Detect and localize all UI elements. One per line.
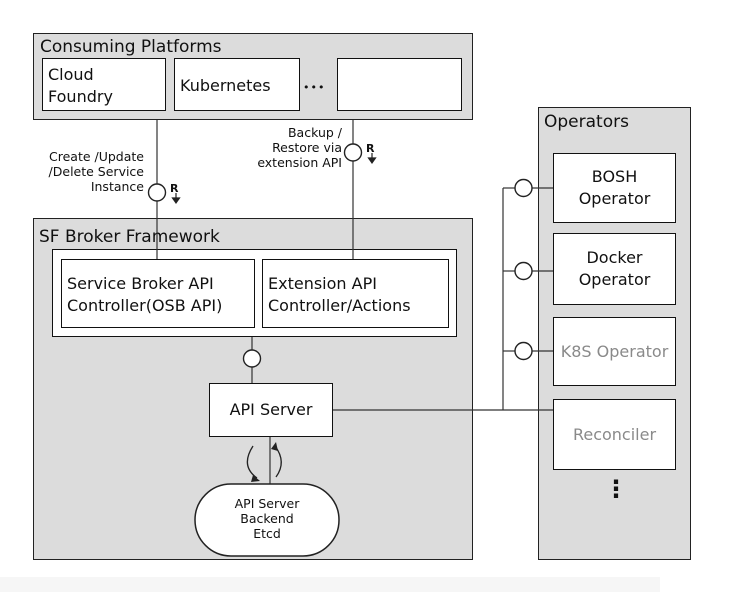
backend-label: API Server Backend Etcd — [234, 496, 300, 541]
bosh-operator-box: BOSH Operator — [553, 153, 676, 223]
consuming-platforms-title: Consuming Platforms — [40, 37, 222, 57]
backup-restore-label: Backup / Restore via extension API — [257, 125, 342, 170]
r-left-label: R — [170, 182, 179, 195]
extension-api-label: Extension API Controller/Actions — [268, 274, 411, 315]
reconciler-box: Reconciler — [553, 399, 676, 470]
curved-arrow-up-head — [271, 442, 278, 451]
r-arrow-right-head — [367, 157, 377, 165]
docker-operator-label: Docker Operator — [578, 248, 651, 289]
platforms-ellipsis: ••• — [303, 81, 326, 94]
docker-operator-box: Docker Operator — [553, 233, 676, 305]
api-server-box: API Server — [209, 383, 333, 437]
api-server-label: API Server — [229, 400, 313, 419]
r-arrow-left-head — [171, 197, 181, 205]
k8s-operator-box: K8S Operator — [553, 317, 676, 386]
curved-arrow-down-head — [251, 475, 260, 482]
k8s-operator-label: K8S Operator — [560, 341, 669, 361]
kubernetes-label: Kubernetes — [180, 76, 271, 95]
curved-arrow-up — [274, 445, 282, 478]
interface-circle-bosh — [514, 178, 533, 198]
cloud-foundry-box: Cloud Foundry — [42, 58, 166, 111]
interface-circle-apiserver — [242, 349, 262, 368]
r-right-label: R — [366, 142, 375, 155]
curved-arrow-down — [246, 445, 258, 479]
service-broker-api-box: Service Broker API Controller(OSB API) — [61, 259, 255, 328]
service-broker-api-label: Service Broker API Controller(OSB API) — [67, 274, 223, 315]
extension-api-box: Extension API Controller/Actions — [262, 259, 449, 328]
empty-platform-box — [337, 58, 462, 111]
interface-circle-k8s — [514, 341, 533, 361]
bosh-operator-label: BOSH Operator — [578, 167, 651, 208]
sf-broker-framework-title: SF Broker Framework — [39, 227, 220, 247]
operators-more-indicator: ⋮ — [604, 475, 628, 503]
cloud-foundry-label: Cloud Foundry — [48, 65, 113, 106]
interface-circle-docker — [514, 261, 533, 281]
operators-title: Operators — [544, 112, 629, 132]
kubernetes-box: Kubernetes — [174, 58, 300, 111]
create-update-delete-label: Create /Update /Delete Service Instance — [48, 149, 144, 194]
interface-circle-create — [147, 183, 167, 202]
bottom-band — [0, 577, 660, 592]
api-server-backend-etcd-oval — [194, 483, 340, 557]
interface-circle-backup — [343, 143, 363, 162]
reconciler-label: Reconciler — [572, 424, 657, 444]
